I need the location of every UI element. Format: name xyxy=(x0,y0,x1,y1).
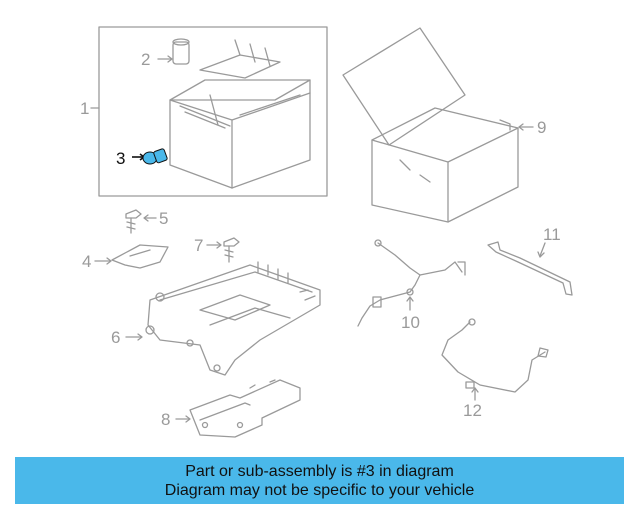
callout-7: 7 xyxy=(194,236,203,255)
callout-1: 1 xyxy=(80,99,89,118)
part-8-cover xyxy=(175,379,301,438)
callout-12: 12 xyxy=(463,401,482,420)
banner-line-2: Diagram may not be specific to your vehi… xyxy=(164,482,475,499)
callout-9: 9 xyxy=(537,118,546,137)
part-12-cable xyxy=(441,318,549,401)
callout-11: 11 xyxy=(543,225,561,244)
part-10-cable xyxy=(357,239,466,327)
part-4-bracket xyxy=(94,244,169,269)
callout-3: 3 xyxy=(116,149,125,168)
callout-6: 6 xyxy=(111,328,120,347)
part-5-bolt xyxy=(125,209,157,234)
part-6-tray xyxy=(125,261,321,376)
callout-4: 4 xyxy=(82,252,91,271)
callout-2: 2 xyxy=(141,50,150,69)
part-9-box xyxy=(342,27,534,223)
part-2-cap xyxy=(157,38,190,65)
battery-group-frame xyxy=(98,26,328,197)
callout-5: 5 xyxy=(159,209,168,228)
banner-line-1: Part or sub-assembly is #3 in diagram xyxy=(185,463,454,480)
part-11-strap xyxy=(487,241,573,296)
part-3-highlighted xyxy=(132,148,168,165)
callout-10: 10 xyxy=(401,313,420,332)
info-banner: Part or sub-assembly is #3 in diagram Di… xyxy=(15,457,624,504)
callout-8: 8 xyxy=(161,410,170,429)
battery xyxy=(169,39,311,189)
part-7-bolt xyxy=(206,237,240,263)
